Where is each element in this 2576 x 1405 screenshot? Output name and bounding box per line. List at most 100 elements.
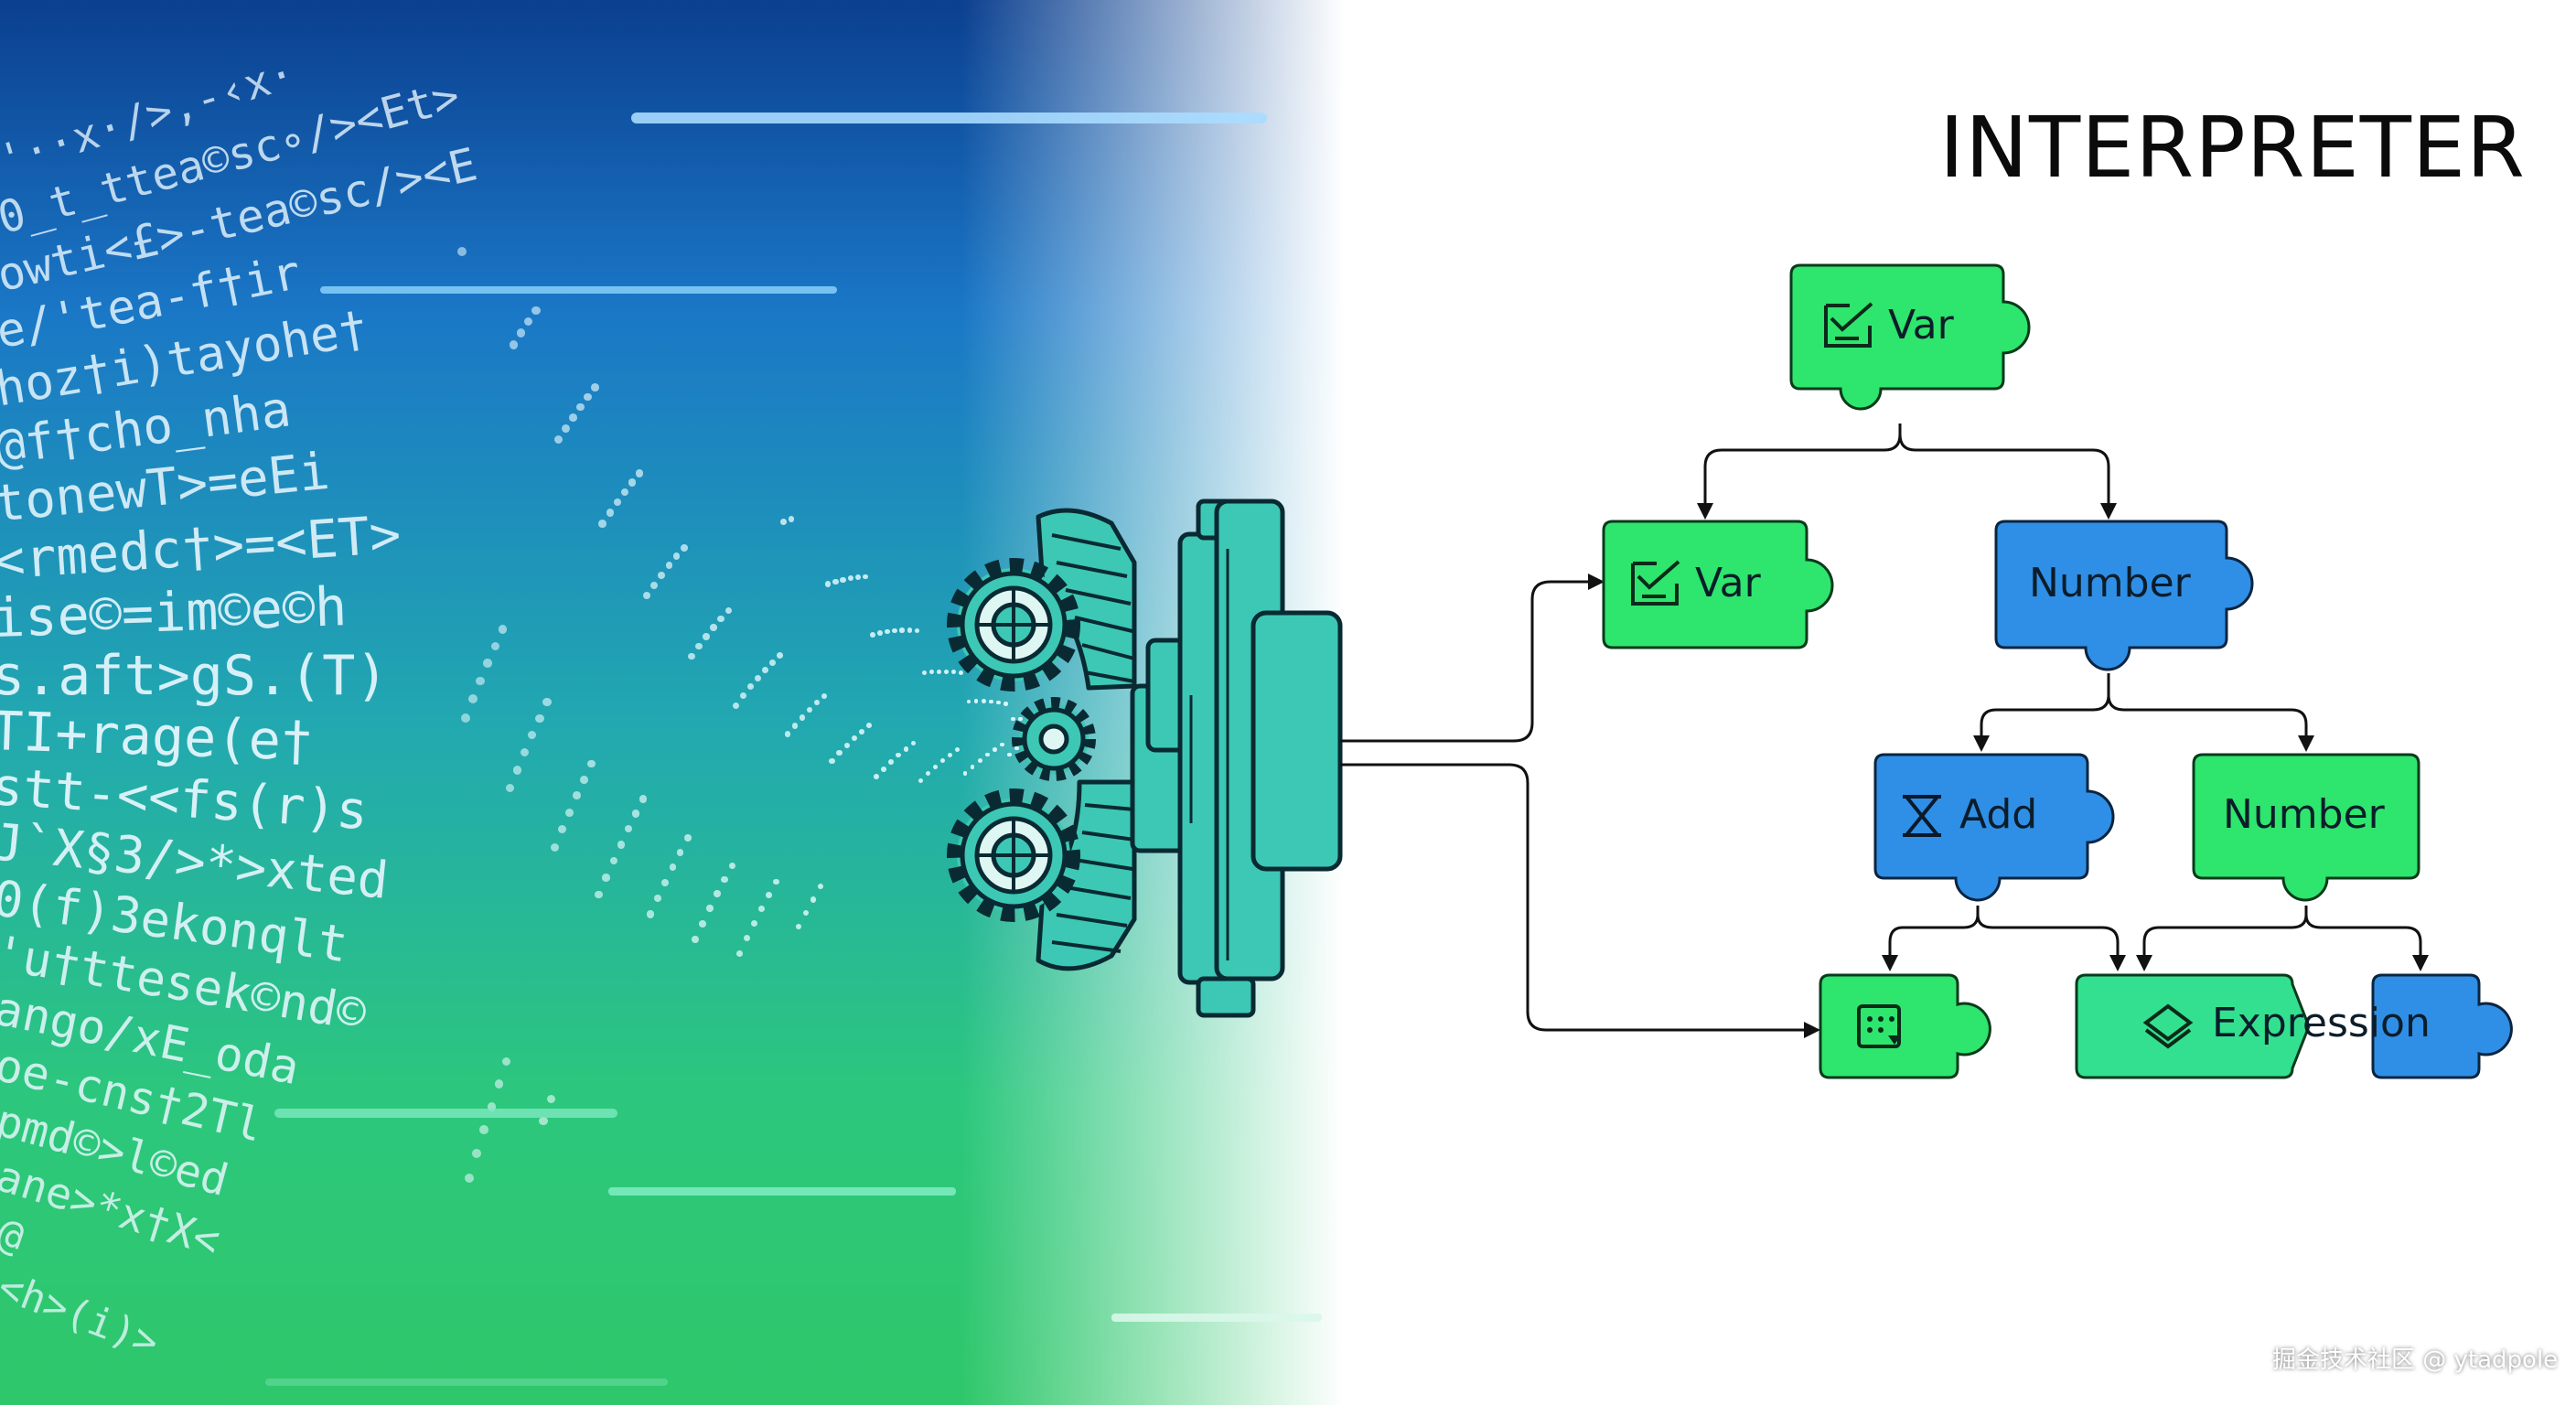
connector xyxy=(1980,673,2110,739)
code-particle xyxy=(691,936,699,943)
code-particle xyxy=(903,746,908,752)
code-particle xyxy=(769,659,777,666)
code-particle xyxy=(564,808,574,817)
light-streak xyxy=(631,113,1267,123)
code-particle xyxy=(487,1101,497,1111)
code-particle xyxy=(1007,752,1012,757)
code-particle xyxy=(955,747,961,752)
checklist-icon xyxy=(1824,302,1873,348)
code-particle xyxy=(773,878,780,885)
code-particle xyxy=(658,571,666,579)
code-particle xyxy=(973,699,979,703)
code-particle xyxy=(869,632,875,638)
code-particle xyxy=(766,892,773,899)
code-particle xyxy=(937,669,942,674)
code-particle xyxy=(465,1173,475,1183)
arrowhead xyxy=(2100,503,2117,520)
code-particle xyxy=(595,890,603,899)
code-particle xyxy=(758,906,766,913)
code-particle xyxy=(479,1125,489,1135)
code-particle xyxy=(896,752,901,758)
code-particle xyxy=(505,783,515,793)
connector xyxy=(1888,906,1980,959)
gear-middle-icon xyxy=(1012,697,1096,781)
node-label: Var xyxy=(1695,560,1761,606)
node-label: Var xyxy=(1888,302,1954,349)
code-particle xyxy=(717,616,724,623)
light-streaks xyxy=(265,113,1322,1386)
code-particle xyxy=(650,581,659,589)
code-particle xyxy=(457,247,467,256)
code-particle xyxy=(988,699,993,704)
expression-label: Expression xyxy=(2212,1000,2431,1046)
code-particle xyxy=(639,795,648,803)
code-particle xyxy=(996,700,1001,705)
arrowhead xyxy=(2136,955,2152,971)
code-particle xyxy=(531,306,541,316)
puzzle-piece xyxy=(1819,973,1991,1079)
code-particle xyxy=(624,825,633,833)
expression-node xyxy=(2075,973,2314,1083)
var-node-left: Var xyxy=(1602,520,1860,649)
code-particle xyxy=(598,519,606,528)
code-particle xyxy=(821,692,828,700)
light-streak xyxy=(608,1187,956,1196)
code-particle xyxy=(970,764,975,769)
code-particle xyxy=(550,842,559,852)
diagram-title: INTERPRETER xyxy=(1939,99,2526,197)
code-particle xyxy=(877,630,883,636)
code-particle xyxy=(609,856,618,865)
code-particle xyxy=(762,667,769,674)
layers-icon xyxy=(2142,1003,2194,1049)
code-particle xyxy=(561,424,570,433)
code-particle xyxy=(661,878,670,886)
code-particle xyxy=(728,862,735,869)
code-particle xyxy=(885,628,890,635)
code-particle xyxy=(724,607,732,615)
code-particle xyxy=(546,1094,555,1103)
code-particle xyxy=(591,383,599,391)
code-particle xyxy=(665,562,673,570)
code-particle xyxy=(928,670,935,675)
code-particle xyxy=(825,581,832,587)
code-particle xyxy=(780,518,788,525)
code-particle xyxy=(888,759,894,765)
code-particle xyxy=(836,750,843,756)
code-particle xyxy=(862,574,868,580)
lower-track xyxy=(1036,779,1137,971)
connectors xyxy=(1340,424,2422,1032)
puzzle-piece xyxy=(1994,520,2254,671)
code-particle xyxy=(587,759,596,768)
code-particle xyxy=(654,894,662,902)
code-particle xyxy=(966,699,971,704)
code-particle xyxy=(613,498,622,506)
code-particle xyxy=(687,652,695,660)
press-body xyxy=(1130,499,1343,1018)
code-particle xyxy=(921,670,928,676)
add-node: Add xyxy=(1873,753,2131,915)
code-particle xyxy=(907,627,913,633)
checklist-icon xyxy=(1631,560,1680,606)
code-particle xyxy=(683,834,692,842)
code-particle xyxy=(483,659,493,669)
arrowhead xyxy=(1697,503,1713,520)
code-particle xyxy=(461,713,471,723)
connector xyxy=(2142,906,2308,959)
code-particle xyxy=(576,402,585,412)
code-particle xyxy=(580,775,588,784)
connector xyxy=(1898,424,2110,506)
gear-bottom-icon xyxy=(947,788,1080,922)
code-particle xyxy=(494,1079,504,1089)
code-particle xyxy=(490,641,500,651)
code-particle xyxy=(721,875,728,884)
light-streak xyxy=(320,286,837,294)
arrowhead xyxy=(2298,735,2314,752)
puzzle-piece xyxy=(1602,520,1834,649)
code-particle xyxy=(695,642,703,650)
code-particle xyxy=(542,698,552,707)
code-particle xyxy=(628,478,637,487)
code-particle xyxy=(910,740,917,746)
light-streak xyxy=(265,1378,668,1386)
code-particle xyxy=(584,392,592,402)
code-particle xyxy=(706,905,714,912)
